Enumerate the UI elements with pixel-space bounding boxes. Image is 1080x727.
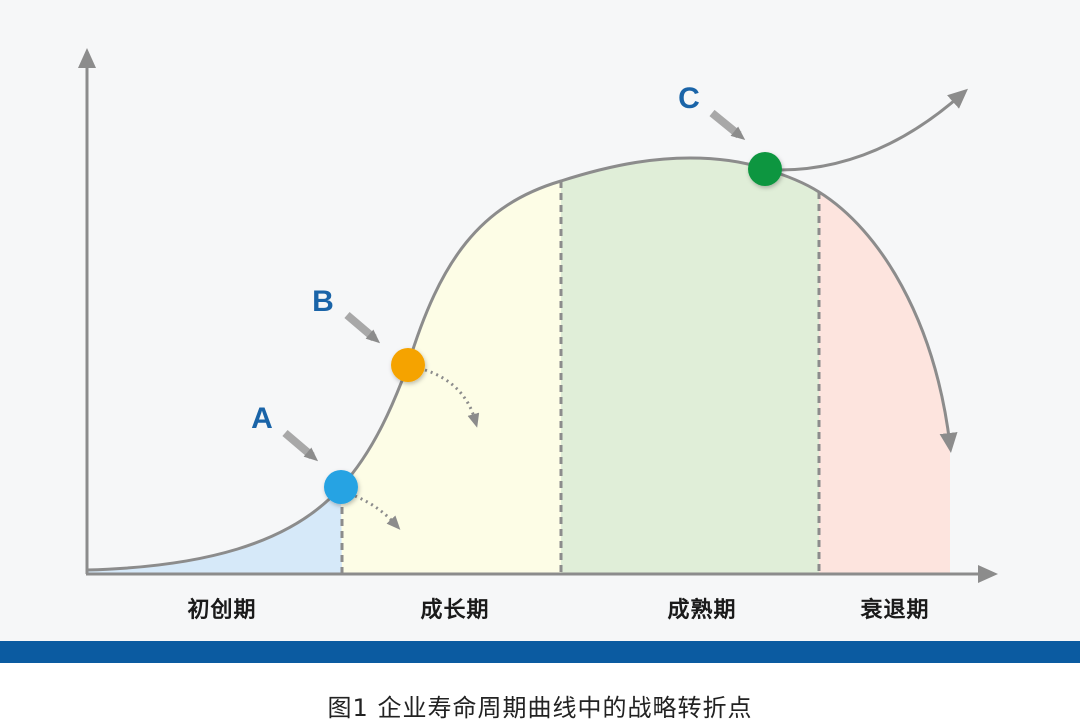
phase-label-decline: 衰退期 [860,598,930,623]
turning-point-c-marker [748,152,782,186]
figure-caption: 图1 企业寿命周期曲线中的战略转折点 [327,694,753,722]
branch-arrow-a [354,494,401,530]
turning-point-b-marker [391,348,425,382]
pointer-arrow-c [709,109,746,141]
phase-fill-maturity [561,158,819,574]
phase-fill-growth [341,181,561,574]
renewal-curve [779,88,968,172]
pointer-arrow-b [344,311,381,344]
turning-point-a-marker [324,470,358,504]
phase-fill-startup [87,487,342,574]
phase-label-growth: 成长期 [420,598,490,623]
point-label-c: C [678,82,700,115]
lifecycle-diagram [78,48,998,583]
phase-label-maturity: 成熟期 [667,598,737,623]
point-label-a: A [251,402,273,435]
point-label-b: B [312,285,334,318]
branch-arrow-b [424,368,480,428]
phase-fill-decline [819,192,950,574]
phase-label-startup: 初创期 [187,598,257,623]
pointer-arrow-a [282,429,319,462]
blue-divider-band [0,641,1080,663]
